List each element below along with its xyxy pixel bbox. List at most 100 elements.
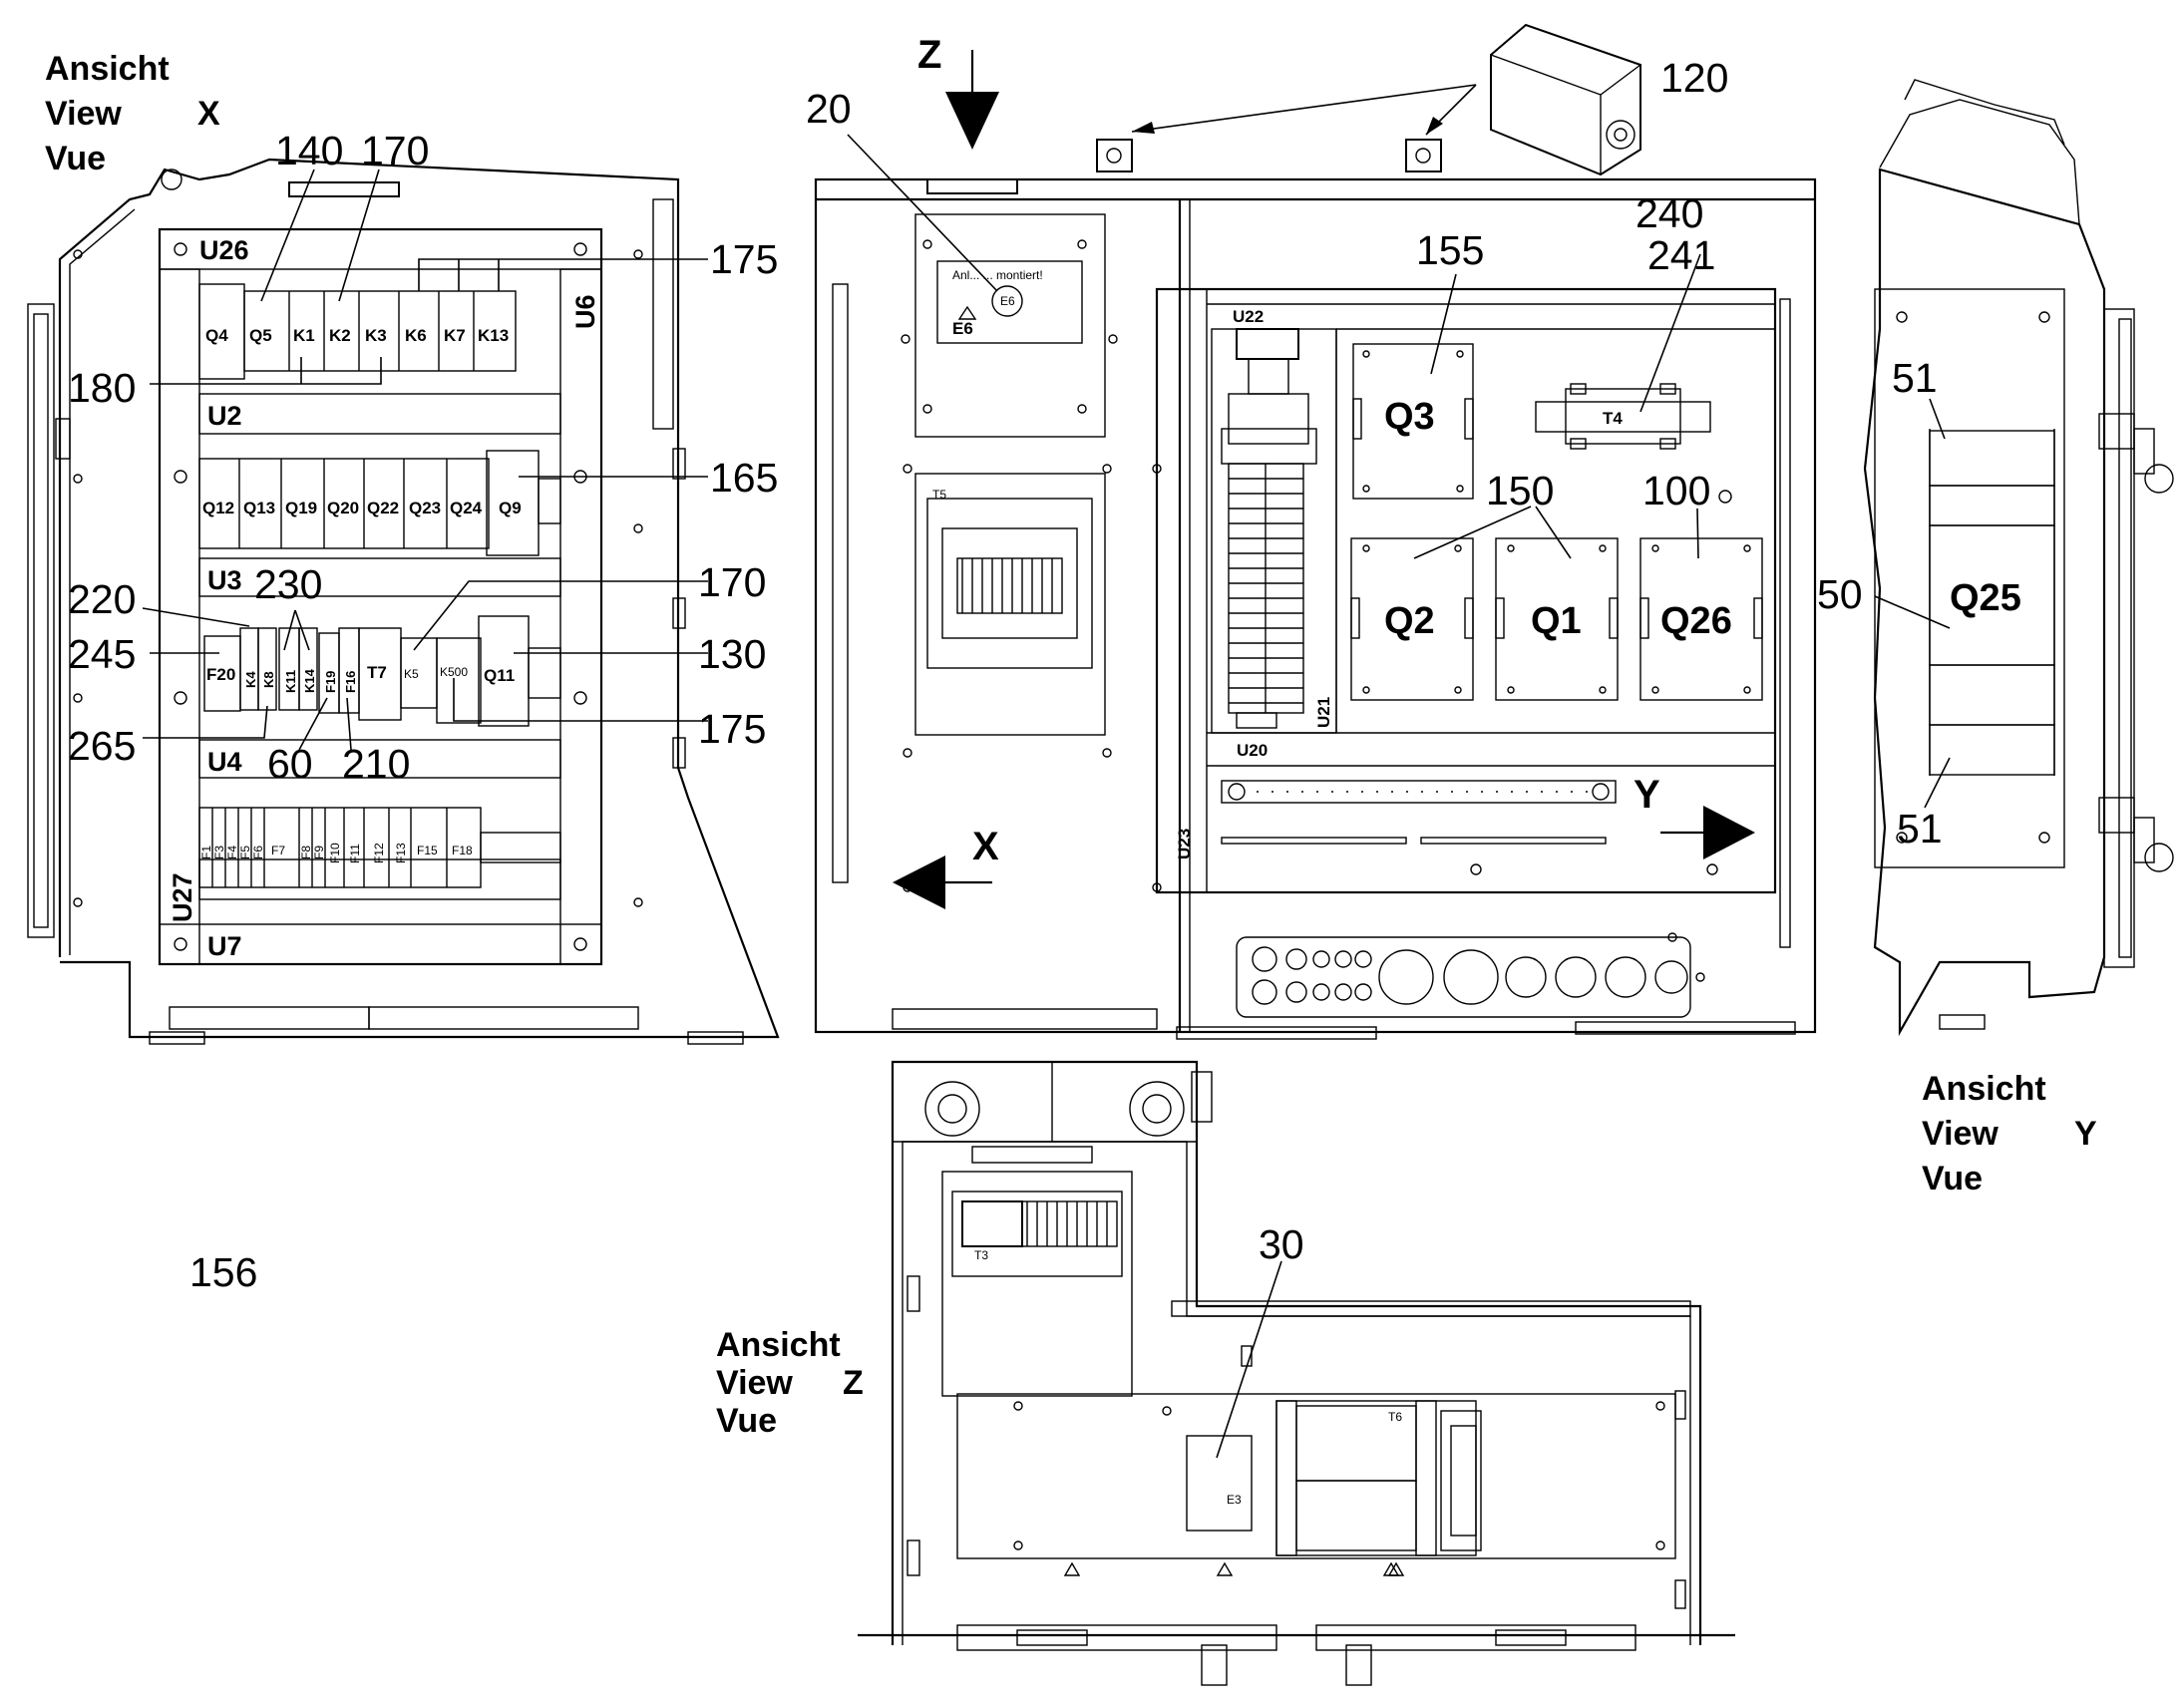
rail-u27: U27 xyxy=(168,872,197,922)
view-z-cabinet xyxy=(858,1060,1735,1686)
view-z-line1: Ansicht xyxy=(716,1326,841,1364)
view-z-letter: Z xyxy=(843,1364,864,1402)
callout-140: 140 xyxy=(275,128,343,173)
rail-u22: U22 xyxy=(1233,307,1264,326)
device-q25: Q25 xyxy=(1950,577,2021,619)
view-z-label: Ansicht View Z Vue xyxy=(716,1326,864,1440)
arrow-z-icon xyxy=(945,92,999,150)
callout-120: 120 xyxy=(1660,55,1728,101)
fuse-f13: F13 xyxy=(394,843,408,863)
rail-u6: U6 xyxy=(570,294,600,329)
device-q24: Q24 xyxy=(450,499,483,517)
device-t6: T6 xyxy=(1388,1410,1402,1424)
rail-u4: U4 xyxy=(207,747,242,777)
callout-170-mid: 170 xyxy=(698,559,766,605)
callout-265: 265 xyxy=(68,723,136,769)
rail-u23: U23 xyxy=(1175,829,1194,859)
device-q20: Q20 xyxy=(327,499,359,517)
fuse-f18: F18 xyxy=(452,844,473,857)
callout-230: 230 xyxy=(254,561,322,607)
device-q2: Q2 xyxy=(1384,600,1435,642)
device-k13: K13 xyxy=(478,326,509,345)
device-q19: Q19 xyxy=(285,499,317,517)
front-view-cabinet xyxy=(814,139,1817,1040)
device-q22: Q22 xyxy=(367,499,399,517)
callout-156: 156 xyxy=(189,1249,257,1295)
callout-165: 165 xyxy=(710,455,778,501)
device-q11: Q11 xyxy=(484,666,515,685)
fuse-f6: F6 xyxy=(251,846,265,859)
sensor-120-drawing xyxy=(1131,23,1641,176)
rail-u7: U7 xyxy=(207,931,242,961)
device-t7: T7 xyxy=(367,663,387,682)
callout-175-top: 175 xyxy=(710,236,778,282)
fuse-f15: F15 xyxy=(417,844,438,857)
view-y-cabinet xyxy=(1863,79,2174,1037)
rail-u20: U20 xyxy=(1237,741,1268,760)
front-device-labels: E6 Anl... ... montiert! E6 T5 Q3 T4 Q2 Q… xyxy=(932,268,1732,642)
device-q26: Q26 xyxy=(1660,600,1732,642)
view-y-letter: Y xyxy=(2074,1115,2097,1153)
device-e6-warning: Anl... ... montiert! xyxy=(952,268,1043,282)
side-device-labels: Q25 xyxy=(1950,577,2021,619)
callout-50: 50 xyxy=(1817,571,1863,617)
view-x-line1: Ansicht xyxy=(45,50,170,88)
bottom-device-labels: T3 T6 E3 xyxy=(974,1248,1402,1507)
view-x-letter: X xyxy=(197,95,220,133)
device-k4: K4 xyxy=(243,671,258,688)
fuse-f3: F3 xyxy=(212,846,226,859)
device-k3: K3 xyxy=(365,326,387,345)
view-y-line2: View xyxy=(1922,1115,1998,1153)
fuse-f9: F9 xyxy=(312,846,326,859)
arrow-x-label: X xyxy=(972,825,999,868)
fuse-f10: F10 xyxy=(328,843,342,863)
view-y-line1: Ansicht xyxy=(1922,1070,2046,1108)
callout-100: 100 xyxy=(1642,468,1710,513)
fuse-f12: F12 xyxy=(372,843,386,863)
arrow-x-icon xyxy=(893,855,945,909)
row2-device-labels: Q12 Q13 Q19 Q20 Q22 Q23 Q24 Q9 xyxy=(202,499,522,517)
rail-labels: U26 U6 U2 U3 U4 U27 U7 U22 U21 U20 U23 xyxy=(168,235,1333,961)
device-k500: K500 xyxy=(440,665,468,679)
callout-170-top: 170 xyxy=(361,128,429,173)
fuse-f11: F11 xyxy=(348,844,362,863)
fuse-f8: F8 xyxy=(299,846,313,859)
device-k6: K6 xyxy=(405,326,427,345)
direction-arrows xyxy=(893,50,1755,909)
callout-175-mid: 175 xyxy=(698,706,766,752)
device-k8: K8 xyxy=(261,671,276,688)
row4-fuse-labels: F1 F3 F4 F5 F6 F7 F8 F9 F10 F11 F12 F13 … xyxy=(199,843,473,863)
callout-30: 30 xyxy=(1259,1221,1304,1267)
view-x-label: Ansicht View X Vue xyxy=(45,50,220,177)
callout-130: 130 xyxy=(698,631,766,677)
device-q3: Q3 xyxy=(1384,396,1435,438)
view-z-line2: View xyxy=(716,1364,793,1402)
view-x-cabinet xyxy=(27,158,780,1045)
device-q4: Q4 xyxy=(205,326,228,345)
callout-numbers: 140 170 175 180 165 220 230 170 245 130 … xyxy=(68,55,1943,1295)
device-e6-bulb: E6 xyxy=(1000,294,1015,308)
callout-150: 150 xyxy=(1486,468,1554,513)
rail-u3: U3 xyxy=(207,565,242,595)
view-y-label: Ansicht View Y Vue xyxy=(1922,1070,2097,1197)
callout-155: 155 xyxy=(1416,227,1484,273)
device-t3: T3 xyxy=(974,1248,988,1262)
rail-u26: U26 xyxy=(199,235,249,265)
view-x-line2: View xyxy=(45,95,122,133)
leader-lines xyxy=(142,134,1951,1459)
device-k7: K7 xyxy=(444,326,466,345)
fuse-f1: F1 xyxy=(199,846,213,859)
arrow-y-label: Y xyxy=(1634,773,1660,817)
device-k5: K5 xyxy=(404,667,419,681)
device-q9: Q9 xyxy=(499,499,522,517)
callout-60: 60 xyxy=(267,741,313,787)
device-f16: F16 xyxy=(343,671,358,693)
view-y-line3: Vue xyxy=(1922,1160,1983,1197)
device-t4: T4 xyxy=(1603,409,1623,428)
callout-210: 210 xyxy=(342,741,410,787)
device-q1: Q1 xyxy=(1531,600,1582,642)
arrow-labels: Z X Y xyxy=(917,33,1660,868)
device-e6: E6 xyxy=(952,319,973,338)
callout-241: 241 xyxy=(1647,232,1715,278)
